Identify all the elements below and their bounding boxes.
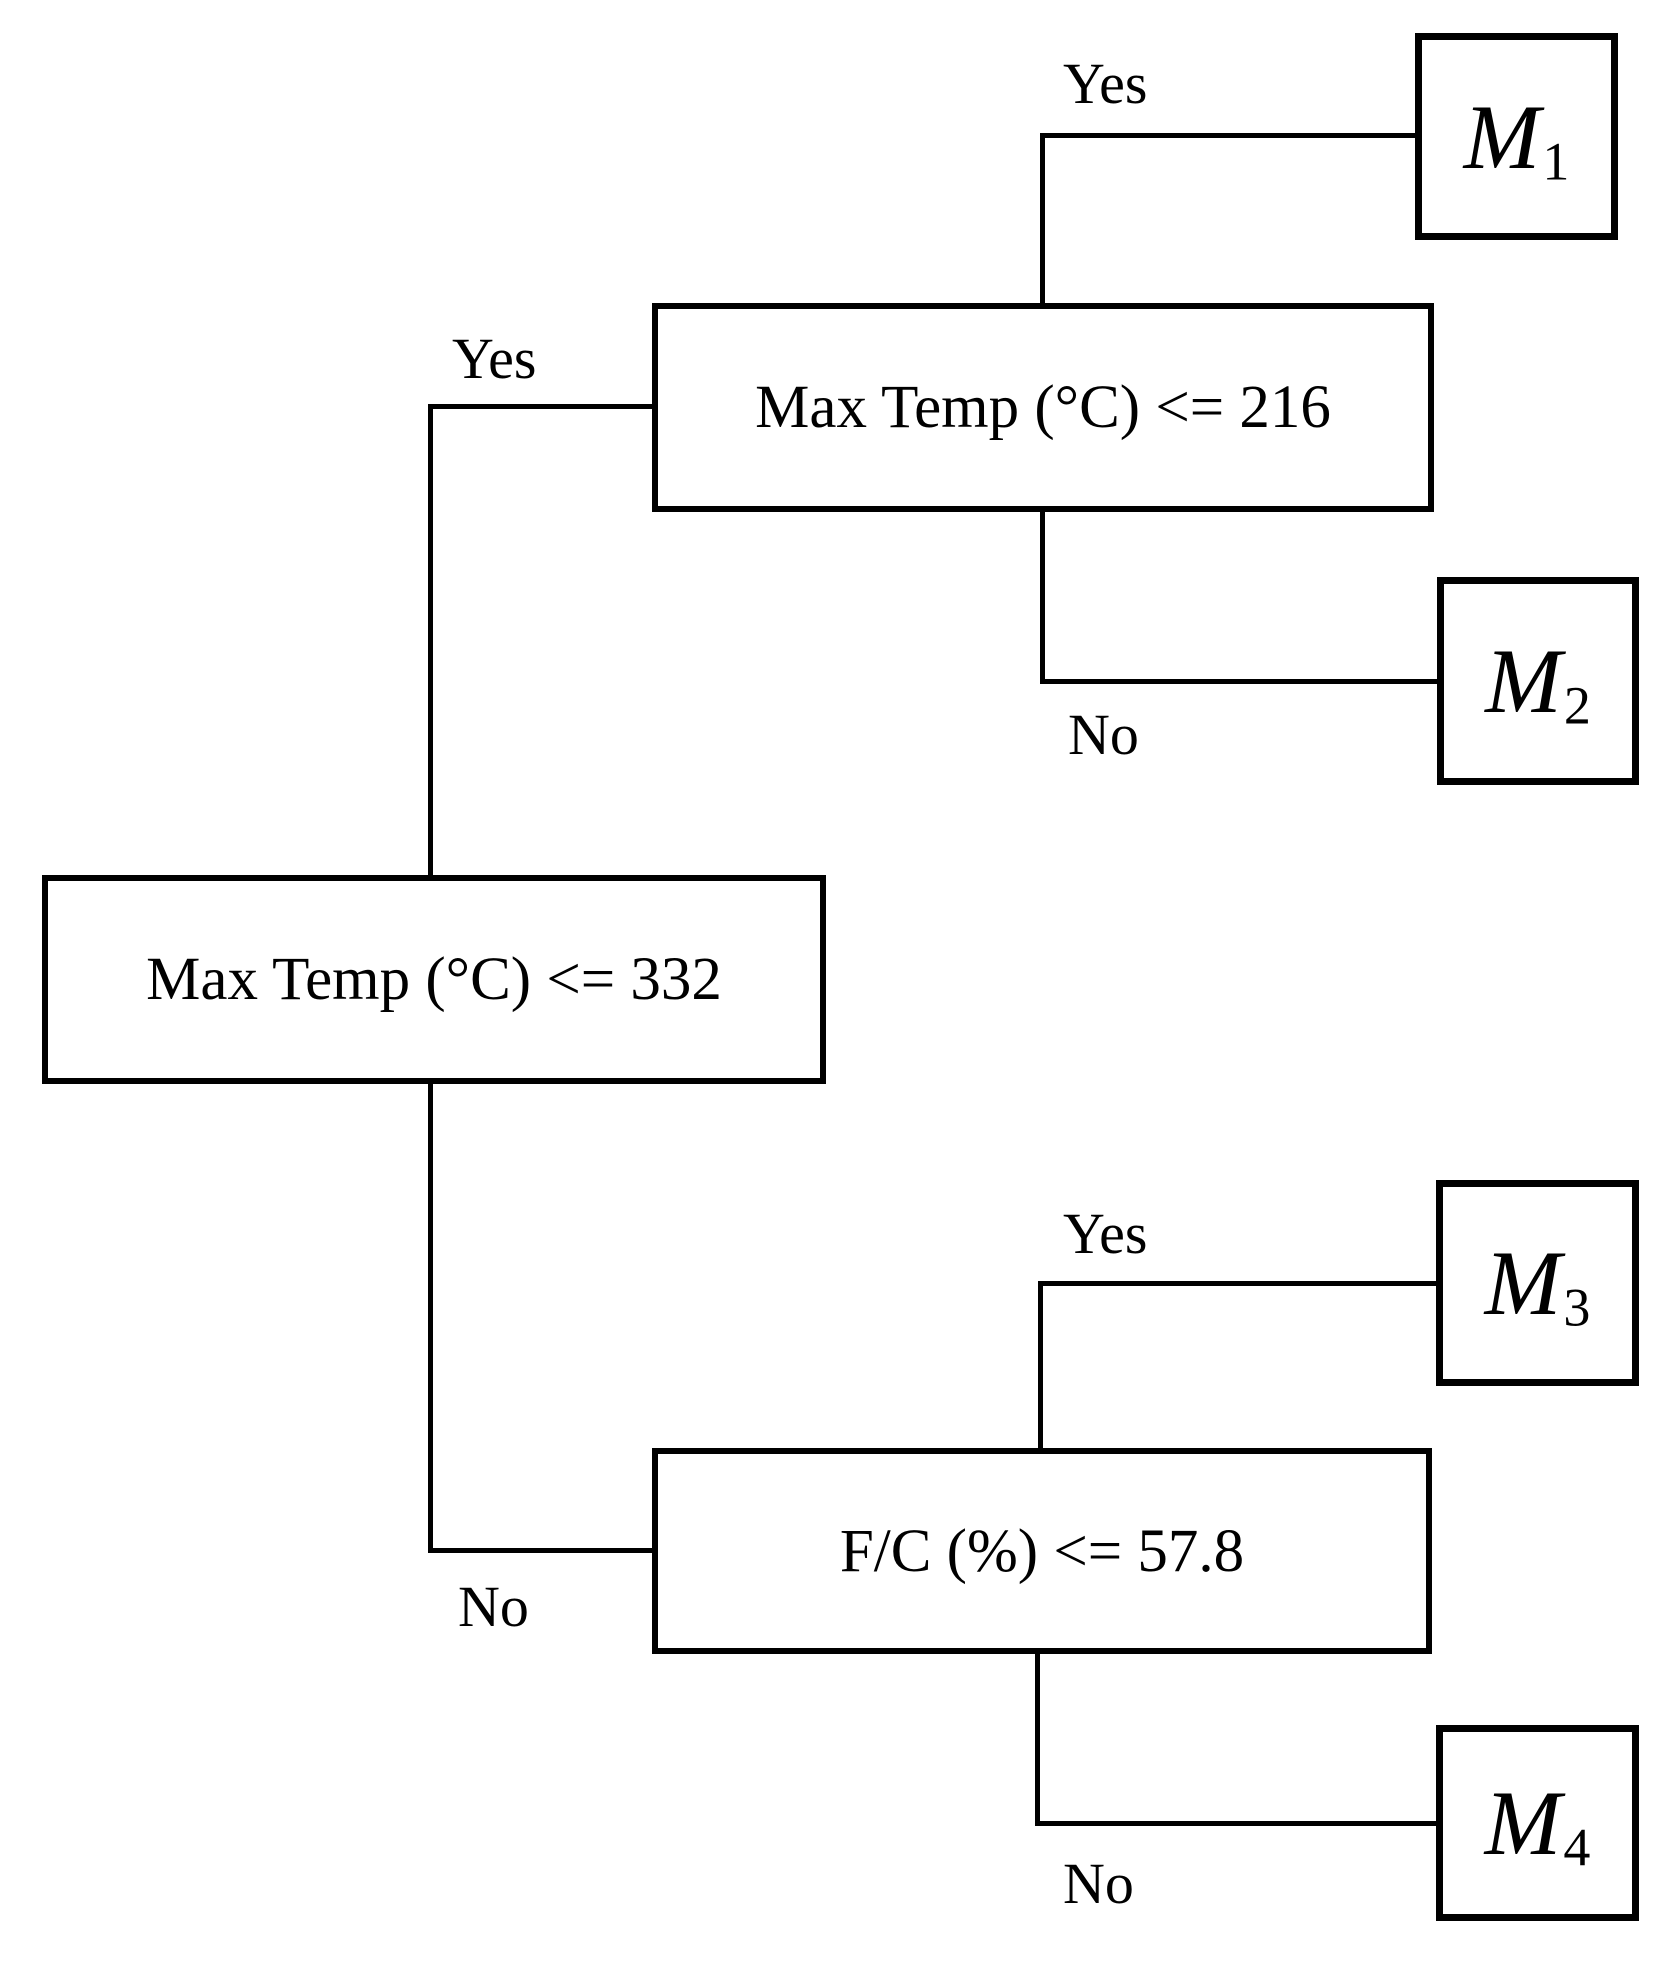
leaf-m1-label: M [1463,85,1541,188]
connector-root-no-vertical [428,1082,433,1553]
edge-label-nodefc-yes: Yes [1063,1201,1148,1266]
leaf-m2-subscript: 2 [1563,675,1591,736]
leaf-node-m3: M 3 [1436,1180,1639,1386]
leaf-m2-label: M [1485,630,1562,732]
leaf-node-m4: M 4 [1436,1725,1639,1921]
connector-node216-no-horizontal [1040,679,1439,684]
edge-label-node216-no: No [1068,702,1139,767]
decision-node-root: Max Temp (°C) <= 332 [42,875,826,1084]
connector-node216-no-vertical [1040,510,1045,684]
leaf-m4-subscript: 4 [1563,1817,1591,1878]
decision-node-fc-percent-label: F/C (%) <= 57.8 [839,1517,1245,1585]
leaf-m4-label: M [1484,1772,1562,1874]
connector-nodefc-no-horizontal [1035,1821,1438,1826]
connector-root-no-horizontal [428,1548,654,1553]
decision-node-root-label: Max Temp (°C) <= 332 [146,946,722,1013]
connector-nodefc-yes-vertical [1038,1281,1043,1450]
leaf-node-m2: M 2 [1437,577,1639,785]
edge-label-nodefc-no: No [1063,1851,1134,1916]
decision-node-fc-percent: F/C (%) <= 57.8 [652,1448,1432,1654]
edge-label-node216-yes: Yes [1063,51,1148,116]
connector-nodefc-no-vertical [1035,1652,1040,1826]
decision-node-max-temp-216: Max Temp (°C) <= 216 [652,303,1434,512]
decision-node-max-temp-216-label: Max Temp (°C) <= 216 [755,374,1331,441]
edge-label-root-yes: Yes [452,326,537,391]
connector-root-yes-horizontal [428,404,654,409]
leaf-m3-label: M [1484,1232,1562,1334]
connector-node216-yes-horizontal [1040,133,1417,138]
leaf-node-m1: M 1 [1415,33,1618,240]
leaf-m1-subscript: 1 [1542,130,1570,191]
connector-nodefc-yes-horizontal [1038,1281,1438,1286]
connector-root-yes-vertical [428,404,433,877]
connector-node216-yes-vertical [1040,133,1045,305]
edge-label-root-no: No [458,1574,529,1639]
leaf-m3-subscript: 3 [1563,1277,1591,1338]
